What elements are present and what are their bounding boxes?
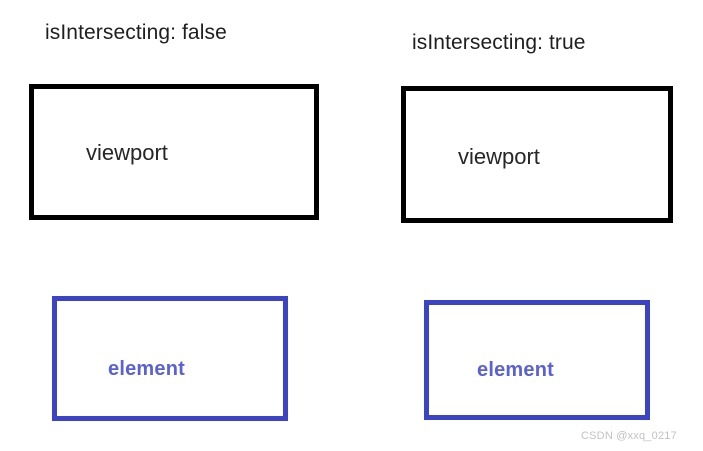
viewport-box-right <box>401 86 673 223</box>
element-box-left-label: element <box>108 358 185 380</box>
panel-label-is-intersecting-true: isIntersecting: true <box>412 31 586 54</box>
element-box-right-label: element <box>477 359 554 381</box>
watermark: CSDN @xxq_0217 <box>581 430 677 442</box>
viewport-box-left-label: viewport <box>86 140 168 165</box>
element-box-right <box>424 300 650 420</box>
viewport-box-left <box>29 84 319 220</box>
panel-label-is-intersecting-false: isIntersecting: false <box>45 21 227 44</box>
element-box-left <box>52 296 288 421</box>
viewport-box-right-label: viewport <box>458 144 540 169</box>
